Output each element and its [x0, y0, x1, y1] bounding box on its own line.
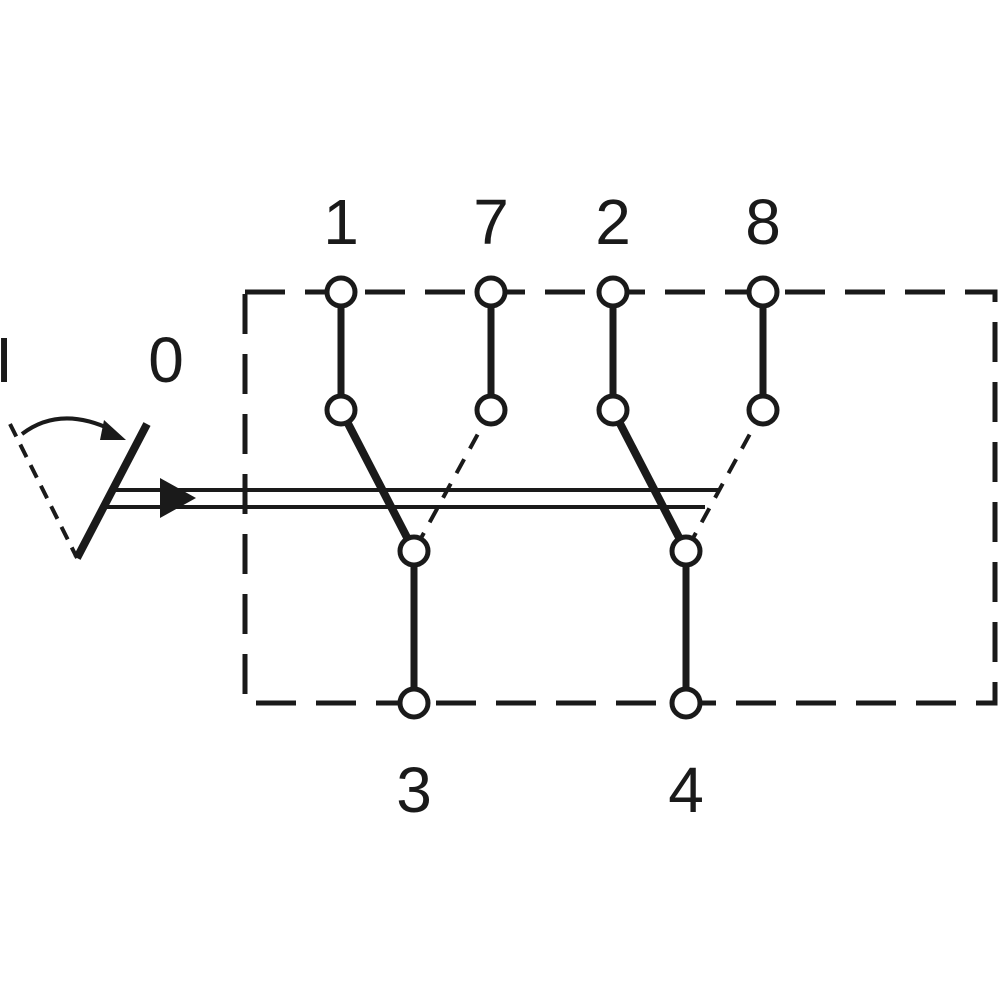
- terminal-label-8: 8: [745, 186, 781, 258]
- terminal-label-4: 4: [668, 754, 704, 826]
- contact-7-inner: [474, 393, 508, 427]
- terminal-2-outer: [596, 275, 630, 309]
- pole-2-closed-blade: [609, 408, 690, 553]
- rocker-motion-arc: [20, 416, 113, 436]
- terminal-8-outer: [746, 275, 780, 309]
- terminal-3-outer: [397, 686, 431, 720]
- terminal-label-2: 2: [595, 186, 631, 258]
- terminal-1-outer: [324, 275, 358, 309]
- terminal-label-1: 1: [323, 186, 359, 258]
- mechanical-linkage: [103, 478, 720, 518]
- pole-2-open-blade: [684, 409, 765, 552]
- arc-arrowhead-icon: [100, 420, 126, 440]
- linkage-arrowhead-icon: [160, 478, 196, 518]
- pivot-4: [669, 534, 703, 568]
- pivot-3: [397, 534, 431, 568]
- position-one-label: I: [0, 324, 13, 396]
- contact-pole-1: [337, 292, 495, 703]
- contact-1-inner: [324, 393, 358, 427]
- terminal-4-outer: [669, 686, 703, 720]
- position-zero-label: 0: [148, 324, 184, 396]
- contact-8-inner: [746, 393, 780, 427]
- rocker-dashed-arm: [8, 423, 79, 559]
- housing-dashed-outline: [242, 289, 998, 706]
- pole-1-open-blade: [412, 409, 493, 552]
- contact-pole-2: [609, 292, 767, 703]
- terminal-label-3: 3: [396, 754, 432, 826]
- terminal-label-7: 7: [473, 186, 509, 258]
- pole-1-closed-blade: [337, 408, 418, 553]
- terminal-7-outer: [474, 275, 508, 309]
- contact-2-inner: [596, 393, 630, 427]
